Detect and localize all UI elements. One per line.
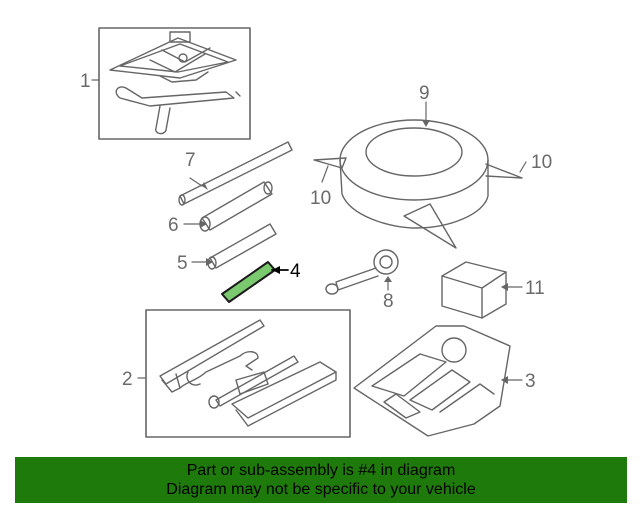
banner-line-1: Part or sub-assembly is #4 in diagram <box>186 462 456 479</box>
arrow-heads <box>200 120 508 384</box>
part-11-box <box>441 261 507 319</box>
arrow-head-4 <box>272 266 280 274</box>
callout-7: 7 <box>185 150 196 171</box>
callout-6: 6 <box>168 215 179 236</box>
callout-4: 4 <box>290 261 301 282</box>
info-banner: Part or sub-assembly is #4 in diagram Di… <box>15 457 627 503</box>
part-4-highlighted <box>221 261 276 303</box>
callout-9: 9 <box>419 83 430 104</box>
callout-10-left: 10 <box>310 188 331 209</box>
part-7-rod <box>178 141 293 206</box>
callout-3: 3 <box>525 371 536 392</box>
callout-11: 11 <box>525 278 545 299</box>
part-1-jack-assembly <box>98 27 251 140</box>
part-6-extension <box>199 181 273 232</box>
callout-1: 1 <box>80 71 91 92</box>
banner-line-2: Diagram may not be specific to your vehi… <box>166 481 476 498</box>
part-8-tow-eye <box>325 249 399 295</box>
part-3-tool-tray <box>353 325 511 437</box>
part-2-tool-kit <box>145 309 351 438</box>
part-10-straps <box>313 157 523 179</box>
callout-10-right: 10 <box>531 152 552 173</box>
part-5-bar <box>207 223 277 270</box>
callout-5: 5 <box>177 253 188 274</box>
part-9-spare-tire <box>339 119 489 249</box>
parts-diagram: 1 7 6 5 4 9 10 10 8 11 2 3 <box>80 27 552 438</box>
callout-8: 8 <box>383 291 394 312</box>
callout-2: 2 <box>122 369 133 390</box>
